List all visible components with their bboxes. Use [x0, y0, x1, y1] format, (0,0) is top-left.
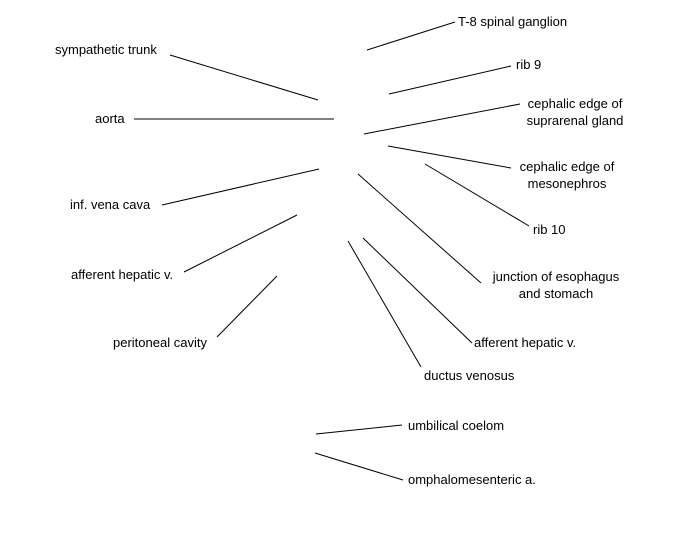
leader-peritoneal-cavity: [216, 275, 278, 338]
label-cephalic-edge-mesonephros-line1: cephalic edge of: [520, 159, 615, 174]
label-afferent-hepatic-left: afferent hepatic v.: [71, 267, 173, 282]
label-omphalomesenteric-a: omphalomesenteric a.: [408, 472, 536, 487]
label-cephalic-edge-mesonephros-line2: mesonephros: [528, 176, 607, 191]
label-afferent-hepatic-right: afferent hepatic v.: [474, 335, 576, 350]
leader-cephalic-edge-suprarenal: [363, 103, 521, 135]
label-ductus-venosus: ductus venosus: [424, 368, 515, 383]
leader-omphalomesenteric-a: [314, 452, 404, 481]
leader-rib-10: [424, 163, 530, 227]
label-t8-spinal-ganglion: T-8 spinal ganglion: [458, 14, 567, 29]
leader-sympathetic-trunk: [169, 54, 319, 101]
leader-rib-9: [388, 65, 512, 95]
label-umbilical-coelom: umbilical coelom: [408, 418, 504, 433]
label-inf-vena-cava: inf. vena cava: [70, 197, 151, 212]
label-aorta: aorta: [95, 111, 125, 126]
leader-inf-vena-cava: [161, 168, 320, 206]
leader-t8-spinal-ganglion: [366, 21, 456, 51]
leader-afferent-hepatic-right: [362, 237, 473, 344]
label-rib-10: rib 10: [533, 222, 566, 237]
leader-cephalic-edge-mesonephros: [387, 145, 512, 169]
label-junction-line2: and stomach: [519, 286, 593, 301]
label-rib-9: rib 9: [516, 57, 541, 72]
leader-afferent-hepatic-left: [183, 214, 298, 273]
label-junction-line1: junction of esophagus: [492, 269, 620, 284]
label-cephalic-edge-suprarenal-line2: suprarenal gland: [527, 113, 624, 128]
label-peritoneal-cavity: peritoneal cavity: [113, 335, 207, 350]
label-cephalic-edge-suprarenal-line1: cephalic edge of: [528, 96, 623, 111]
leader-ductus-venosus: [347, 240, 422, 368]
label-sympathetic-trunk: sympathetic trunk: [55, 42, 157, 57]
leader-umbilical-coelom: [315, 424, 403, 435]
leader-junction-esophagus-stomach: [357, 173, 482, 284]
